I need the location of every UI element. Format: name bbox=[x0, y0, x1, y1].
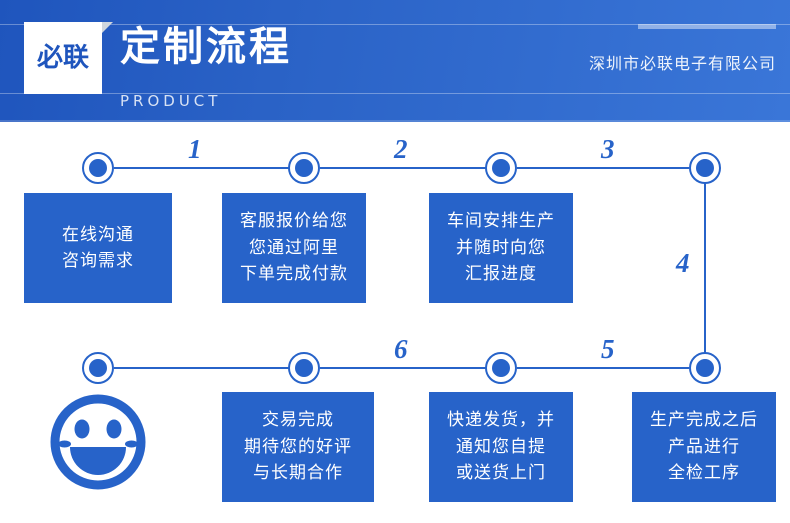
step-box-4-line-2: 产品进行 bbox=[668, 436, 740, 457]
step-box-4-line-1: 生产完成之后 bbox=[650, 410, 758, 431]
step-box-1-line-2: 咨询需求 bbox=[62, 251, 134, 271]
step-box-2-line-3: 下单完成付款 bbox=[240, 264, 348, 285]
step-box-5[interactable]: 快递发货，并 通知您自提 或送货上门 bbox=[429, 392, 573, 502]
smiley-face-icon bbox=[46, 390, 150, 494]
header-divider-middle bbox=[0, 93, 790, 94]
step-box-5-line-3: 或送货上门 bbox=[456, 463, 546, 484]
step-box-2-line-1: 客服报价给您 bbox=[240, 211, 348, 232]
header-accent-bar bbox=[638, 24, 776, 29]
connector-4-to-5 bbox=[517, 367, 689, 369]
step-box-6-line-1: 交易完成 bbox=[262, 410, 334, 431]
step-box-2-line-2: 您通过阿里 bbox=[249, 237, 339, 258]
step-box-4[interactable]: 生产完成之后 产品进行 全检工序 bbox=[632, 392, 776, 502]
step-number-6: 6 bbox=[394, 334, 408, 364]
logo-folded-corner-icon bbox=[102, 22, 113, 33]
step-box-3-line-1: 车间安排生产 bbox=[447, 211, 555, 232]
flow-node-start[interactable] bbox=[82, 152, 114, 184]
step-box-1[interactable]: 在线沟通 咨询需求 bbox=[24, 193, 172, 303]
step-number-1: 1 bbox=[188, 134, 202, 164]
step-box-6[interactable]: 交易完成 期待您的好评 与长期合作 bbox=[222, 392, 374, 502]
connector-6-to-end bbox=[114, 367, 290, 369]
header-divider-bottom bbox=[0, 120, 790, 122]
page-title: 定制流程 bbox=[120, 24, 292, 70]
flow-node-5[interactable] bbox=[485, 352, 517, 384]
step-box-5-line-1: 快递发货，并 bbox=[447, 410, 555, 431]
connector-3-to-4 bbox=[517, 167, 689, 169]
connector-1-to-2 bbox=[114, 167, 290, 169]
page-subtitle: PRODUCT bbox=[120, 92, 222, 110]
company-name: 深圳市必联电子有限公司 bbox=[588, 54, 776, 73]
step-box-5-line-2: 通知您自提 bbox=[456, 436, 546, 457]
step-box-4-line-3: 全检工序 bbox=[668, 463, 740, 484]
process-flow-diagram: 1 2 3 4 5 6 在线沟通 咨询需求 客服报价给您 您通过阿里 下单完成付… bbox=[0, 122, 790, 523]
step-box-2[interactable]: 客服报价给您 您通过阿里 下单完成付款 bbox=[222, 193, 366, 303]
logo-plate bbox=[24, 22, 102, 94]
page-header: 必联 定制流程 PRODUCT 深圳市必联电子有限公司 bbox=[0, 0, 790, 122]
flow-node-1[interactable] bbox=[288, 152, 320, 184]
step-box-1-line-1: 在线沟通 bbox=[62, 224, 134, 245]
connector-4-vertical bbox=[704, 183, 706, 367]
logo-text: 必联 bbox=[36, 43, 89, 73]
header-divider-top bbox=[0, 24, 790, 25]
flow-node-3[interactable] bbox=[689, 152, 721, 184]
step-number-3: 3 bbox=[601, 134, 615, 164]
step-box-3-line-3: 汇报进度 bbox=[465, 264, 537, 285]
flow-node-end[interactable] bbox=[82, 352, 114, 384]
flow-node-2[interactable] bbox=[485, 152, 517, 184]
step-box-3-line-2: 并随时向您 bbox=[456, 237, 546, 258]
step-number-2: 2 bbox=[394, 134, 408, 164]
connector-5-to-6 bbox=[320, 367, 487, 369]
step-box-3[interactable]: 车间安排生产 并随时向您 汇报进度 bbox=[429, 193, 573, 303]
step-box-6-line-2: 期待您的好评 bbox=[244, 436, 352, 457]
step-box-6-line-3: 与长期合作 bbox=[253, 463, 343, 484]
flow-node-4[interactable] bbox=[689, 352, 721, 384]
step-number-5: 5 bbox=[601, 334, 615, 364]
step-number-4: 4 bbox=[676, 248, 690, 278]
connector-2-to-3 bbox=[320, 167, 487, 169]
flow-node-6[interactable] bbox=[288, 352, 320, 384]
